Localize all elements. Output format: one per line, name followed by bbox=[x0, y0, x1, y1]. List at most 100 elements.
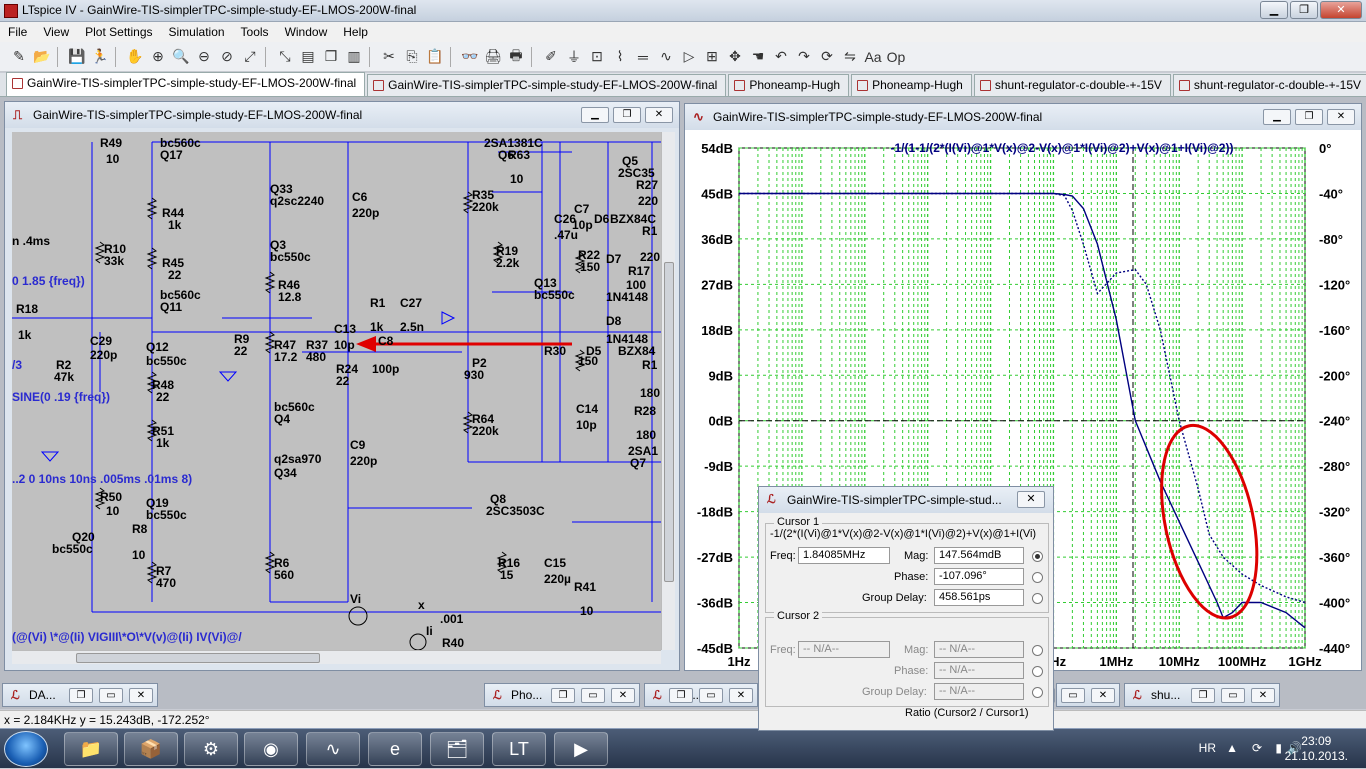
minimized-restore-button[interactable]: ❐ bbox=[669, 688, 693, 703]
copy-icon[interactable]: ⎘ bbox=[406, 48, 418, 64]
minimized-close-button[interactable]: ✕ bbox=[1251, 688, 1275, 703]
minimized-restore-button[interactable]: ❐ bbox=[69, 688, 93, 703]
vertical-scroll-thumb[interactable] bbox=[664, 262, 674, 582]
zoom-out-icon[interactable]: ⊖ bbox=[198, 48, 210, 64]
inductor-icon[interactable]: ∿ bbox=[660, 48, 672, 64]
schematic-maximize-button[interactable]: ❐ bbox=[613, 107, 641, 123]
document-tab[interactable]: Phoneamp-Hugh bbox=[851, 74, 972, 96]
cursor-window-close-button[interactable]: ✕ bbox=[1017, 491, 1045, 508]
zoom-area-icon[interactable]: 🔍 bbox=[172, 48, 190, 64]
menu-plot-settings[interactable]: Plot Settings bbox=[85, 25, 153, 39]
series-phase[interactable] bbox=[739, 192, 1306, 604]
menu-view[interactable]: View bbox=[43, 25, 70, 39]
fit-icon[interactable]: ⤡ bbox=[279, 48, 291, 64]
maximize-button[interactable]: ❐ bbox=[1290, 1, 1318, 19]
document-tab[interactable]: shunt-regulator-c-double-+-15V bbox=[973, 74, 1171, 96]
minimize-button[interactable]: ▁ bbox=[1260, 1, 1288, 19]
waveform-close-button[interactable]: ✕ bbox=[1327, 109, 1355, 125]
document-tab[interactable]: shunt-regulator-c-double-+-15V bbox=[1172, 74, 1366, 96]
phase-radio[interactable] bbox=[1032, 572, 1043, 583]
ground-icon[interactable]: ⏚ bbox=[567, 48, 581, 65]
schematic-minimize-button[interactable]: ▁ bbox=[581, 107, 609, 123]
horizontal-scroll-thumb[interactable] bbox=[76, 653, 320, 663]
menu-tools[interactable]: Tools bbox=[240, 25, 269, 39]
sync-icon[interactable]: ⟳ bbox=[1251, 741, 1262, 755]
label-icon[interactable]: ⊡ bbox=[591, 48, 603, 64]
print-setup-icon[interactable]: 🖨 bbox=[484, 48, 502, 64]
minimized-maximize-button[interactable]: ▭ bbox=[699, 688, 723, 703]
schematic-window[interactable]: ⎍ GainWire-TIS-simplerTPC-simple-study-E… bbox=[4, 101, 680, 671]
document-tab[interactable]: Phoneamp-Hugh bbox=[728, 74, 850, 96]
run-icon[interactable]: 🏃 bbox=[91, 48, 109, 64]
drag-icon[interactable]: ☚ bbox=[751, 48, 765, 64]
cursor-window-titlebar[interactable]: ℒ GainWire-TIS-simplerTPC-simple-stud...… bbox=[759, 487, 1053, 513]
schematic-window-titlebar[interactable]: ⎍ GainWire-TIS-simplerTPC-simple-study-E… bbox=[5, 102, 679, 128]
autorange-icon[interactable]: ⤢ bbox=[244, 48, 256, 64]
minimized-maximize-button[interactable]: ▭ bbox=[581, 688, 605, 703]
tile-horizontal-icon[interactable]: ▤ bbox=[301, 48, 315, 64]
waveform-maximize-button[interactable]: ❐ bbox=[1295, 109, 1323, 125]
waveform-minimize-button[interactable]: ▁ bbox=[1263, 109, 1291, 125]
mirror-icon[interactable]: ⇋ bbox=[844, 48, 856, 64]
folder-icon[interactable]: 📁 bbox=[64, 732, 118, 766]
lifebuoy-icon[interactable]: ◉ bbox=[244, 732, 298, 766]
print-icon[interactable]: 🖶 bbox=[509, 46, 523, 63]
ie-icon[interactable]: e bbox=[368, 732, 422, 766]
tile-vertical-icon[interactable]: ▥ bbox=[347, 48, 361, 64]
cascade-icon[interactable]: ❐ bbox=[324, 48, 338, 64]
open-file-icon[interactable]: 📂 bbox=[33, 48, 51, 64]
waveform-window-titlebar[interactable]: ∿ GainWire-TIS-simplerTPC-simple-study-E… bbox=[685, 104, 1361, 130]
text-icon[interactable]: Aa bbox=[864, 48, 882, 65]
minimized-close-button[interactable]: ✕ bbox=[129, 688, 153, 703]
tool-icon[interactable]: ⚙ bbox=[184, 732, 238, 766]
halt-icon[interactable]: ✋ bbox=[126, 48, 144, 64]
trace-expression-label[interactable]: -1/(1-1/(2*(I(Vi)@1*V(x)@2-V(x)@1*I(Vi)@… bbox=[891, 141, 1234, 155]
package-icon[interactable]: 📦 bbox=[124, 732, 178, 766]
save-icon[interactable]: 💾 bbox=[68, 48, 86, 64]
rotate-icon[interactable]: ⟳ bbox=[821, 48, 833, 64]
network-icon[interactable]: ▮ bbox=[1275, 741, 1282, 755]
paste-icon[interactable]: 📋 bbox=[426, 48, 444, 64]
diode-icon[interactable]: ▷ bbox=[683, 48, 695, 64]
cursor1-mag-field[interactable]: 147.564mdB bbox=[934, 547, 1024, 564]
minimized-close-button[interactable]: ✕ bbox=[729, 688, 753, 703]
clock[interactable]: 23:09 21.10.2013. bbox=[1285, 734, 1348, 764]
resistor-icon[interactable]: ⌇ bbox=[616, 48, 624, 64]
minimized-restore-button[interactable]: ❐ bbox=[1191, 688, 1215, 703]
cursor1-freq-field[interactable]: 1.84085MHz bbox=[798, 547, 890, 564]
undo-icon[interactable]: ↶ bbox=[775, 48, 787, 64]
schematic-horizontal-scrollbar[interactable] bbox=[12, 650, 661, 664]
minimized-maximize-button[interactable]: ▭ bbox=[1221, 688, 1245, 703]
menu-file[interactable]: File bbox=[8, 25, 28, 39]
schematic-close-button[interactable]: ✕ bbox=[645, 107, 673, 123]
menu-simulation[interactable]: Simulation bbox=[168, 25, 225, 39]
document-tab[interactable]: GainWire-TIS-simplerTPC-simple-study-EF-… bbox=[367, 74, 727, 96]
volume-icon[interactable]: 🔊 bbox=[1287, 741, 1302, 755]
cursor1-group-delay-field[interactable]: 458.561ps bbox=[934, 589, 1024, 606]
minimized-window[interactable]: ❐▭✕ bbox=[1031, 683, 1120, 707]
capacitor-icon[interactable]: ═ bbox=[638, 48, 648, 65]
open-schematic-icon[interactable]: ✎ bbox=[13, 48, 25, 64]
cursor1-phase-field[interactable]: -107.096° bbox=[934, 568, 1024, 585]
redo-icon[interactable]: ↷ bbox=[798, 48, 810, 64]
scope-icon[interactable]: ∿ bbox=[306, 732, 360, 766]
mag-radio[interactable] bbox=[1032, 551, 1043, 562]
terminal-icon[interactable]: ▶ bbox=[554, 732, 608, 766]
document-tab[interactable]: GainWire-TIS-simplerTPC-simple-study-EF-… bbox=[6, 72, 366, 96]
series-magnitude[interactable] bbox=[739, 192, 1306, 629]
minimized-close-button[interactable]: ✕ bbox=[611, 688, 635, 703]
schematic-vertical-scrollbar[interactable] bbox=[661, 132, 675, 650]
minimized-restore-button[interactable]: ❐ bbox=[551, 688, 575, 703]
explorer-icon[interactable]: 🗂 bbox=[430, 732, 484, 766]
minimized-close-button[interactable]: ✕ bbox=[1091, 688, 1115, 703]
language-indicator[interactable]: HR bbox=[1198, 741, 1216, 755]
move-icon[interactable]: ✥ bbox=[729, 48, 741, 64]
cursor-readout-window[interactable]: ℒ GainWire-TIS-simplerTPC-simple-stud...… bbox=[758, 486, 1054, 731]
minimized-maximize-button[interactable]: ▭ bbox=[99, 688, 123, 703]
wire-icon[interactable]: ✐ bbox=[545, 48, 557, 64]
